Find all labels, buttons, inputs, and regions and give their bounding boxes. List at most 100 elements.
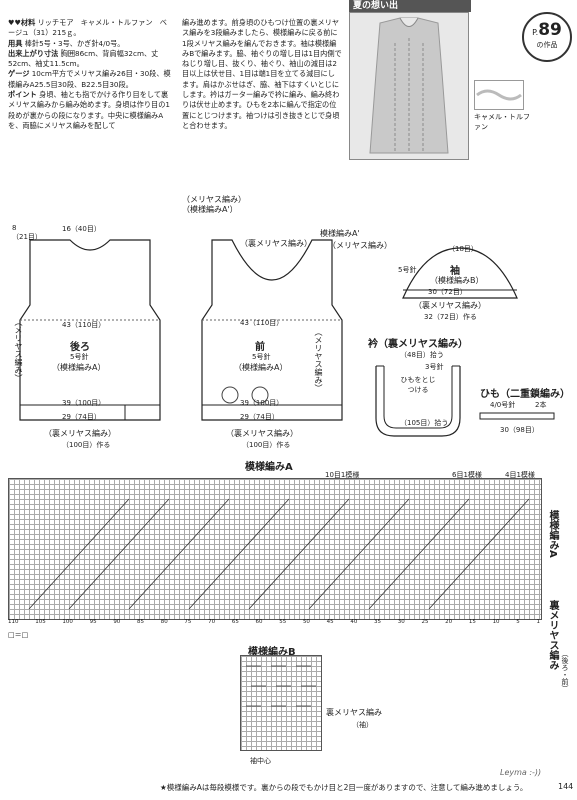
- sleeve-diagram: [402, 247, 518, 299]
- page-prefix: P.: [532, 28, 539, 37]
- chartA-tick: 45: [326, 619, 334, 625]
- sleeve-rib: （裏メリヤス編み）: [414, 301, 486, 310]
- collar-stitches: （48目）拾う: [400, 351, 444, 359]
- chartA-tick: 100: [62, 619, 73, 625]
- chartA-tick: 90: [113, 619, 121, 625]
- chartA-side-note: （後ろ・前）: [561, 650, 569, 692]
- sleeve-w30: 30（72目）: [428, 288, 467, 296]
- chartB-grid: [240, 655, 322, 751]
- front-label-A: （メリヤス編み）: [182, 195, 246, 204]
- work-label: の作品: [536, 41, 558, 49]
- page-number-badge: P.89 の作品: [522, 12, 572, 62]
- chartA-tick: 30: [397, 619, 405, 625]
- chartA-tick: 55: [279, 619, 287, 625]
- yarn-label: キャメル・トルファン: [474, 113, 530, 131]
- sleeve-w32: 32（72目）作る: [424, 313, 477, 321]
- cord-diagram: [479, 412, 555, 420]
- back-cast: （100目）作る: [62, 441, 111, 449]
- chartA-marks: [28, 498, 530, 610]
- front-label-A2: （模様編みA'）: [182, 205, 238, 214]
- back-w43: 43（110目）: [62, 321, 106, 329]
- sleeve-w23: （18目）: [448, 245, 478, 253]
- footer-page: 144: [558, 782, 574, 791]
- back-diagram: [19, 239, 161, 421]
- collar-needle: 3号針: [425, 363, 444, 371]
- front-pattern: （模様編みA）: [234, 363, 288, 372]
- chartA-tick: 65: [231, 619, 239, 625]
- instructions-block: 編み進めます。前身頃のひもつけ位置の裏メリヤス編みを3段編みましたら、模様編みに…: [182, 18, 342, 130]
- yarn-swatch: [474, 80, 524, 110]
- size-label: 出来上がり寸法: [8, 48, 59, 58]
- front-rib: （裏メリヤス編み）: [226, 429, 298, 438]
- front-diagram: [201, 239, 343, 421]
- chartA-tick: 105: [35, 619, 46, 625]
- chartB-rib: 裏メリヤス編み: [326, 708, 382, 717]
- chartA-tick: 60: [255, 619, 263, 625]
- chartB-center: 袖中心: [250, 757, 271, 765]
- chartB-title: 模様編みB: [248, 647, 296, 658]
- back-top-8: 8: [12, 224, 17, 232]
- collar-tie: ひもをとじつける: [400, 376, 436, 394]
- back-pattern: （模様編みA）: [52, 363, 106, 372]
- collar-diagram: [375, 365, 461, 437]
- cord-length: 30（98目）: [500, 426, 539, 434]
- chartA-rep2: 6目1模様: [452, 471, 482, 479]
- front-cast: （100目）作る: [242, 441, 291, 449]
- sweater-photo: [349, 12, 469, 160]
- chartA-tick: 10: [492, 619, 500, 625]
- back-w39: 39（100目）: [62, 399, 106, 407]
- chartA-rep3: 4目1模様: [505, 471, 535, 479]
- chartA-tick: 80: [160, 619, 168, 625]
- chartA-side-label2: 裏メリヤス編み: [547, 600, 558, 670]
- footer-brand: Leyma :-)): [500, 768, 542, 777]
- footer-note: ★模様編みAは毎段模様です。裏からの段でもかけ目と2目一度がありますので、注意し…: [160, 783, 528, 792]
- tools-text: 棒針5号・3号、かぎ針4/0号。: [24, 38, 125, 48]
- chartA-tick: 50: [302, 619, 310, 625]
- chartA-tick: 85: [137, 619, 145, 625]
- back-needle: 5号針: [70, 353, 89, 361]
- tools-label: 用具: [8, 38, 23, 48]
- point-label: ポイント: [8, 90, 37, 100]
- back-top-21: （21目）: [12, 233, 42, 241]
- chartA-side-label: 模様編みA: [547, 510, 558, 558]
- page-number: 89: [538, 20, 562, 40]
- chartA-tick: 25: [421, 619, 429, 625]
- front-w39: 39（100目）: [240, 399, 284, 407]
- size-text: 胸囲86cm、背肩幅32cm、丈52cm、袖丈11.5cm。: [8, 48, 159, 69]
- front-side: （メリヤス編み）: [314, 328, 323, 392]
- gauge-text: 10cm平方でメリヤス編み26目・30段、模様編みA25.5目30段、B22.5…: [8, 69, 171, 89]
- chartA-legend: □＝□: [8, 631, 29, 639]
- chartA-tick: 5: [516, 619, 520, 625]
- chartA-tick: 1: [536, 619, 540, 625]
- sleeve-needle: 5号針: [398, 266, 417, 274]
- collar-pick: （105目）拾う: [400, 419, 449, 427]
- chartA-grid: [8, 478, 542, 620]
- front-w29: 29（74目）: [240, 413, 279, 421]
- chartA-tick: 75: [184, 619, 192, 625]
- cord-count: 2本: [535, 401, 547, 409]
- yarn-strand: [476, 89, 522, 101]
- materials-text: リッチモア キャメル・トルファン ベージュ（31）215ｇ。: [8, 18, 167, 38]
- back-rib: （裏メリヤス編み）: [44, 429, 116, 438]
- front-needle: 5号針: [252, 353, 271, 361]
- chartA-title: 模様編みA: [245, 462, 293, 473]
- cord-hook: 4/0号針: [490, 401, 516, 409]
- chartA-tick: 70: [208, 619, 216, 625]
- chartA-rep1: 10目1模様: [325, 471, 360, 479]
- sleeve-pattern: （模様編みB）: [430, 276, 484, 285]
- collar-title: 衿（裏メリヤス編み）: [368, 339, 468, 350]
- back-w29: 29（74目）: [62, 413, 101, 421]
- front-rev-top: （裏メリヤス編み）: [240, 239, 312, 248]
- materials-label: ♥♥材料: [8, 18, 36, 27]
- chartA-tick: 35: [374, 619, 382, 625]
- point-text: 身頃、袖とも指でかける作り目をして裏メリヤス編みから編み始めます。身頃は作り目の…: [8, 90, 170, 130]
- sweater-illustration: [369, 17, 449, 154]
- back-side: （メリヤス編み）: [14, 318, 23, 382]
- sleeve-title: 袖: [450, 266, 460, 277]
- chartA-tick: 95: [89, 619, 97, 625]
- chartA-tick: 20: [445, 619, 453, 625]
- chartA-tick: 110: [8, 619, 19, 625]
- chartA-tick: 15: [468, 619, 476, 625]
- back-top-16: 16（40目）: [62, 225, 101, 233]
